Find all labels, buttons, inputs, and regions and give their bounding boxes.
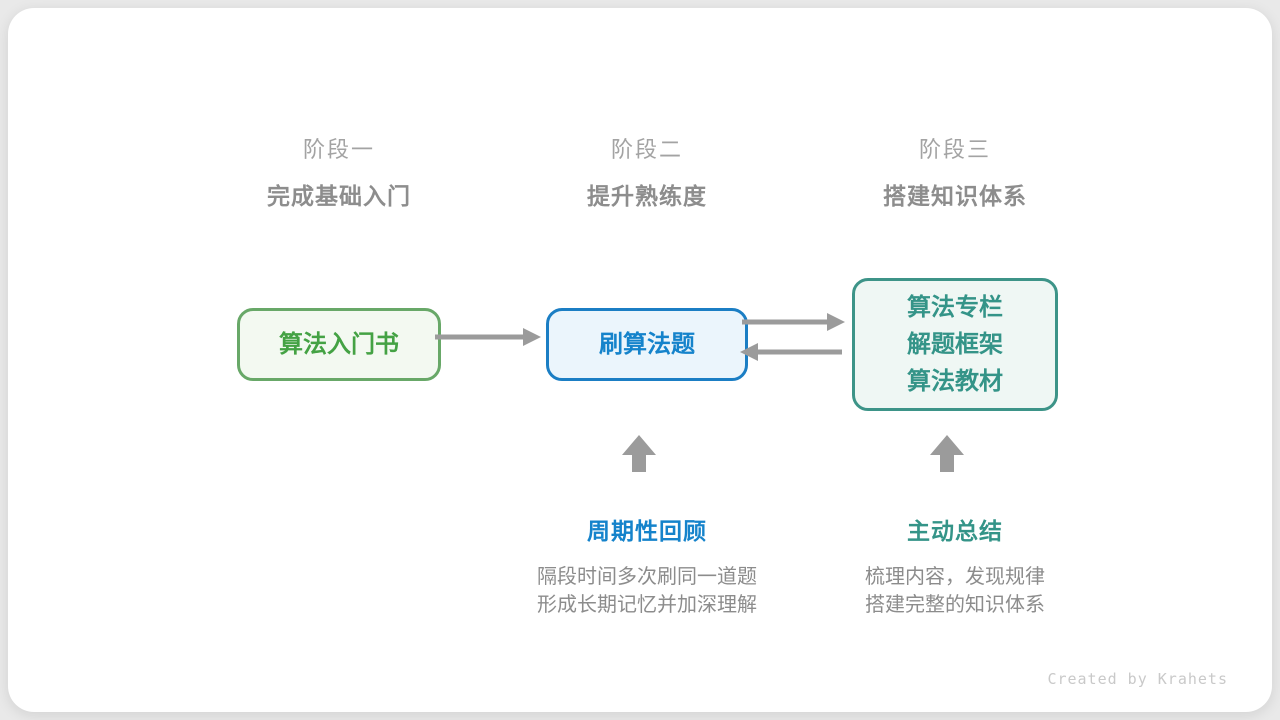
stage-header-3: 阶段三 搭建知识体系	[795, 136, 1115, 210]
node-knowledge-sources-line-3: 算法教材	[907, 368, 1003, 395]
node-knowledge-sources-line-2: 解题框架	[907, 331, 1003, 358]
node-knowledge-sources-line-1: 算法专栏	[907, 294, 1003, 321]
stage-3-label: 阶段三	[918, 137, 991, 162]
annotation-periodic-review-desc-line-2: 形成长期记忆并加深理解	[537, 594, 757, 616]
node-intro-book-label: 算法入门书	[279, 331, 399, 358]
stage-1-label: 阶段一	[302, 137, 375, 162]
stage-1-subtitle: 完成基础入门	[267, 183, 411, 209]
annotation-active-summary: 主动总结 梳理内容，发现规律 搭建完整的知识体系	[795, 517, 1115, 619]
node-practice-problems: 刷算法题	[546, 308, 748, 381]
annotation-periodic-review: 周期性回顾 隔段时间多次刷同一道题 形成长期记忆并加深理解	[487, 517, 807, 619]
annotation-active-summary-desc-line-1: 梳理内容，发现规律	[865, 566, 1045, 588]
stage-2-label: 阶段二	[610, 137, 683, 162]
annotation-active-summary-desc: 梳理内容，发现规律 搭建完整的知识体系	[795, 563, 1115, 619]
node-intro-book: 算法入门书	[237, 308, 441, 381]
stage-header-2: 阶段二 提升熟练度	[487, 136, 807, 210]
node-practice-problems-label: 刷算法题	[599, 331, 695, 358]
stage-2-subtitle: 提升熟练度	[587, 183, 707, 209]
diagram-card: 阶段一 完成基础入门 阶段二 提升熟练度 阶段三 搭建知识体系 算法入门书 刷算…	[8, 8, 1272, 712]
annotation-periodic-review-title: 周期性回顾	[587, 518, 707, 544]
stage-header-1: 阶段一 完成基础入门	[179, 136, 499, 210]
watermark-credit: Created by Krahets	[1047, 670, 1228, 688]
annotation-active-summary-desc-line-2: 搭建完整的知识体系	[865, 594, 1045, 616]
annotation-periodic-review-desc: 隔段时间多次刷同一道题 形成长期记忆并加深理解	[487, 563, 807, 619]
node-knowledge-sources: 算法专栏 解题框架 算法教材	[852, 278, 1058, 411]
annotation-periodic-review-desc-line-1: 隔段时间多次刷同一道题	[537, 566, 757, 588]
annotation-active-summary-title: 主动总结	[907, 518, 1003, 544]
stage-3-subtitle: 搭建知识体系	[883, 183, 1027, 209]
